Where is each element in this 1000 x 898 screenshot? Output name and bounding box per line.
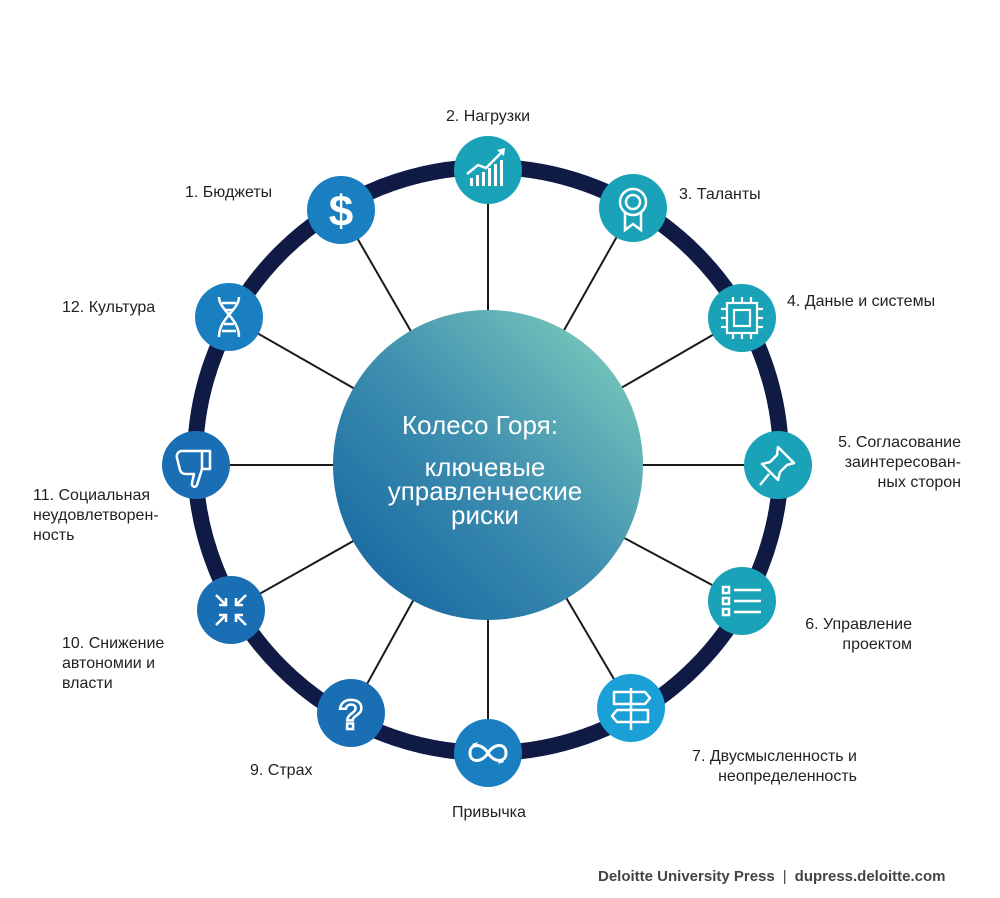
- node-10[interactable]: [197, 576, 265, 644]
- label-10: 10. Снижение автономии и власти: [62, 635, 165, 692]
- node-11[interactable]: [162, 431, 230, 499]
- label-5: 5. Согласование заинтересован-ных сторон: [838, 434, 961, 491]
- growth-chart-icon: [466, 148, 505, 186]
- footer-separator: |: [782, 868, 787, 885]
- label-2: 2. Нагрузки: [446, 108, 531, 125]
- footer-website[interactable]: dupress.deloitte.com: [794, 868, 946, 885]
- label-3: 3. Таланты: [679, 186, 761, 203]
- center-subtitle: ключевые управленческие риски: [387, 452, 583, 530]
- node-2[interactable]: [454, 136, 522, 204]
- label-12: 12. Культура: [62, 299, 156, 316]
- footer-publisher: Deloitte University Press: [598, 868, 775, 885]
- dollar-icon: $: [329, 187, 353, 236]
- footer: Deloitte University Press | dupress.deloit…: [598, 868, 946, 885]
- checklist-icon: [721, 585, 761, 617]
- center-title: Колесо Горя:: [402, 410, 558, 440]
- center-disc: [333, 310, 643, 620]
- node-5[interactable]: [744, 431, 812, 499]
- node-8[interactable]: [454, 719, 522, 787]
- infinity-loop-icon: [468, 742, 508, 764]
- node-7[interactable]: [597, 674, 665, 742]
- node-3[interactable]: [599, 174, 667, 242]
- label-7: 7. Двусмысленность и неопределенность: [692, 748, 857, 785]
- label-4: 4. Даные и системы: [787, 293, 936, 310]
- dna-icon: [217, 296, 241, 338]
- node-12[interactable]: [195, 283, 263, 351]
- node-6[interactable]: [708, 567, 776, 635]
- node-9[interactable]: ?: [317, 679, 385, 747]
- award-ribbon-icon: [618, 187, 648, 233]
- label-1: 1. Бюджеты: [185, 184, 273, 201]
- label-9: 9. Страх: [250, 762, 313, 779]
- label-8: Привычка: [452, 804, 526, 821]
- label-6: 6. Управление проектом: [805, 616, 912, 653]
- pushpin-icon: [759, 445, 796, 486]
- signpost-icon: [610, 688, 652, 730]
- node-1[interactable]: $: [307, 176, 375, 244]
- label-11: 11. Социальная неудовлетворен-ность: [33, 487, 159, 544]
- shrink-arrows-icon: [215, 594, 247, 626]
- question-mark-icon: ?: [338, 691, 364, 738]
- microchip-icon: [721, 297, 763, 339]
- node-4[interactable]: [708, 284, 776, 352]
- thumbs-down-icon: [175, 449, 212, 488]
